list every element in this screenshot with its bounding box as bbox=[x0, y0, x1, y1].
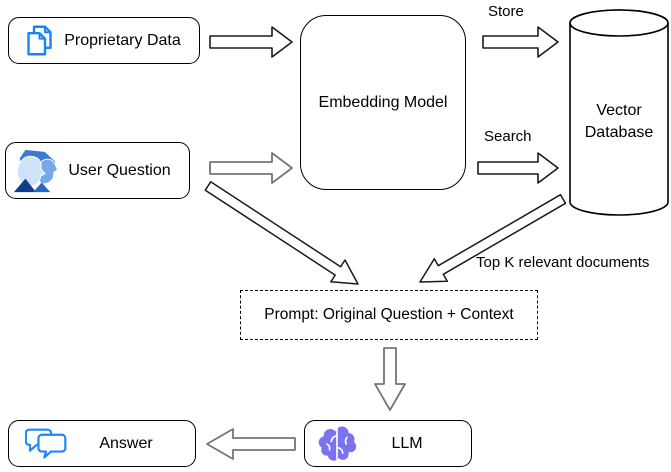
node-label: LLM bbox=[391, 434, 423, 452]
arrow-question-to-prompt bbox=[204, 181, 359, 285]
arrow-question-to-embedding bbox=[209, 152, 293, 184]
node-prompt: Prompt: Original Question + Context bbox=[240, 290, 538, 340]
node-user-question: User Question bbox=[5, 142, 190, 199]
arrow-llm-to-answer bbox=[206, 428, 296, 460]
node-answer: Answer bbox=[8, 420, 196, 467]
node-vector-database-label: Vector Database bbox=[584, 102, 654, 142]
node-llm: LLM bbox=[304, 420, 472, 467]
node-label: Answer bbox=[99, 434, 153, 452]
brain-icon bbox=[317, 424, 357, 464]
arrow-store bbox=[482, 26, 559, 58]
node-label: Embedding Model bbox=[318, 93, 448, 111]
arrow-topk-to-prompt bbox=[419, 193, 567, 283]
arrow-prompt-to-llm bbox=[374, 347, 406, 411]
database-cylinder bbox=[569, 9, 669, 216]
node-embedding-model: Embedding Model bbox=[300, 15, 466, 190]
edge-label-search: Search bbox=[484, 128, 532, 145]
node-label: Prompt: Original Question + Context bbox=[264, 306, 514, 323]
node-proprietary-data: Proprietary Data bbox=[8, 17, 200, 64]
chat-bubbles-icon bbox=[25, 426, 67, 462]
node-label: Proprietary Data bbox=[64, 31, 181, 49]
arrow-data-to-embedding bbox=[209, 26, 293, 58]
node-label: User Question bbox=[68, 161, 171, 179]
edge-label-store: Store bbox=[488, 3, 524, 20]
edge-label-top-k: Top K relevant documents bbox=[476, 254, 650, 271]
users-icon bbox=[12, 148, 58, 194]
arrow-search bbox=[477, 152, 559, 184]
documents-icon bbox=[23, 24, 56, 57]
